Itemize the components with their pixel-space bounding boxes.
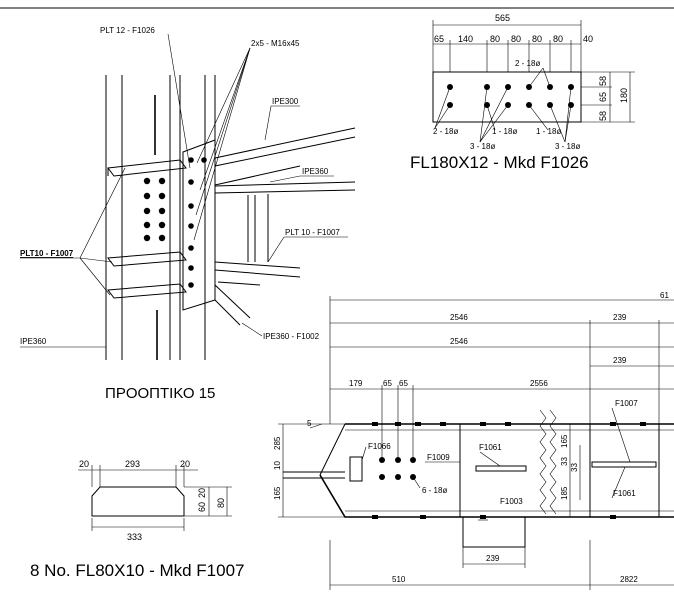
f1026-hole-note-3: 1 - 18ø [492,127,517,136]
beam-dim-179: 179 [349,379,363,388]
beam-mid-dim-33-a: 33 [560,457,569,466]
beam-hole-note: 6 - 18ø [422,486,447,495]
f1026-dim-5: 80 [532,34,542,44]
f1026-dim-2: 140 [458,34,473,44]
f1026-title: FL180X12 - Mkd F1026 [410,153,589,172]
label-plt10-right: PLT 10 - F1007 [285,228,340,237]
label-ipe360-f1002: IPE360 - F1002 [263,332,320,341]
beam-dim-bottom-239: 239 [486,554,500,563]
f1026-dim-3: 80 [490,34,500,44]
beam-dim-510: 510 [392,575,406,584]
f1007-dim-bottom: 333 [127,532,142,542]
f1026-dim-6: 80 [553,34,563,44]
f1026-v2-dim: 65 [598,92,608,102]
f1026-hole-note-2: 2 - 18ø [433,127,458,136]
beam-dim-65-b: 65 [399,379,408,388]
f1026-hole-note-1: 2 - 18ø [515,59,540,68]
beam-left-dim-10: 10 [273,461,282,470]
f1007-v3: 80 [216,498,226,508]
beam-dim-2546-b: 2546 [450,337,468,346]
label-ipe300: IPE300 [272,97,299,106]
plate-f1026-drawing [432,20,635,143]
beam-dim-239-b: 239 [613,356,627,365]
text-layer: PLT 12 - F1026 2x5 - M16x45 IPE300 IPE36… [20,13,669,584]
beam-mid-dim-165: 165 [560,434,569,448]
f1026-hole-note-4: 1 - 18ø [536,127,561,136]
isometric-view [105,75,356,360]
f1026-dim-4: 80 [511,34,521,44]
beam-dim-2822: 2822 [620,575,638,584]
beam-elevation-drawing [278,296,674,590]
beam-dim-65-a: 65 [383,379,392,388]
label-bolts: 2x5 - M16x45 [251,39,300,48]
f1026-height-dim: 180 [619,88,629,103]
plate-f1007-drawing [78,465,232,531]
f1026-overall-dim: 565 [495,13,510,23]
mark-f1066: F1066 [368,442,391,451]
beam-left-dim-285: 285 [273,436,282,450]
f1007-dim-top-3: 20 [180,459,190,469]
f1026-v3-dim: 58 [598,111,608,121]
beam-dim-2546-a: 2546 [450,313,468,322]
f1007-dim-top-2: 293 [125,459,140,469]
f1026-v1-dim: 58 [598,76,608,86]
mark-f1007: F1007 [615,399,638,408]
f1007-title: 8 No. FL80X10 - Mkd F1007 [30,561,245,580]
label-plt10-left: PLT10 - F1007 [20,249,74,258]
f1007-v2: 20 [197,488,207,498]
beam-slope-mark: 5 [307,419,312,428]
f1026-dim-7: 40 [583,34,593,44]
f1007-v1: 60 [197,502,207,512]
label-ipe360-a: IPE360 [302,167,329,176]
mark-f1009: F1009 [427,453,450,462]
f1026-hole-note-6: 3 - 18ø [555,142,580,151]
f1026-hole-note-5: 3 - 18ø [470,142,495,151]
mark-f1061-b: F1061 [613,489,636,498]
mark-f1003: F1003 [500,497,523,506]
beam-mid-dim-33-b: 33 [570,463,579,472]
f1007-dim-top-1: 20 [79,459,89,469]
beam-dim-61: 61 [660,291,669,300]
label-plt12: PLT 12 - F1026 [100,26,155,35]
iso-leaders [20,33,348,348]
beam-mid-dim-185: 185 [560,486,569,500]
label-ipe360-left: IPE360 [20,337,47,346]
beam-dim-2556: 2556 [530,379,548,388]
beam-left-dim-165: 165 [273,486,282,500]
view-title: ΠΡΟΟΠΤΙΚΟ 15 [105,385,215,402]
beam-dim-239-a: 239 [613,313,627,322]
f1026-dim-1: 65 [434,34,444,44]
mark-f1061-a: F1061 [479,443,502,452]
